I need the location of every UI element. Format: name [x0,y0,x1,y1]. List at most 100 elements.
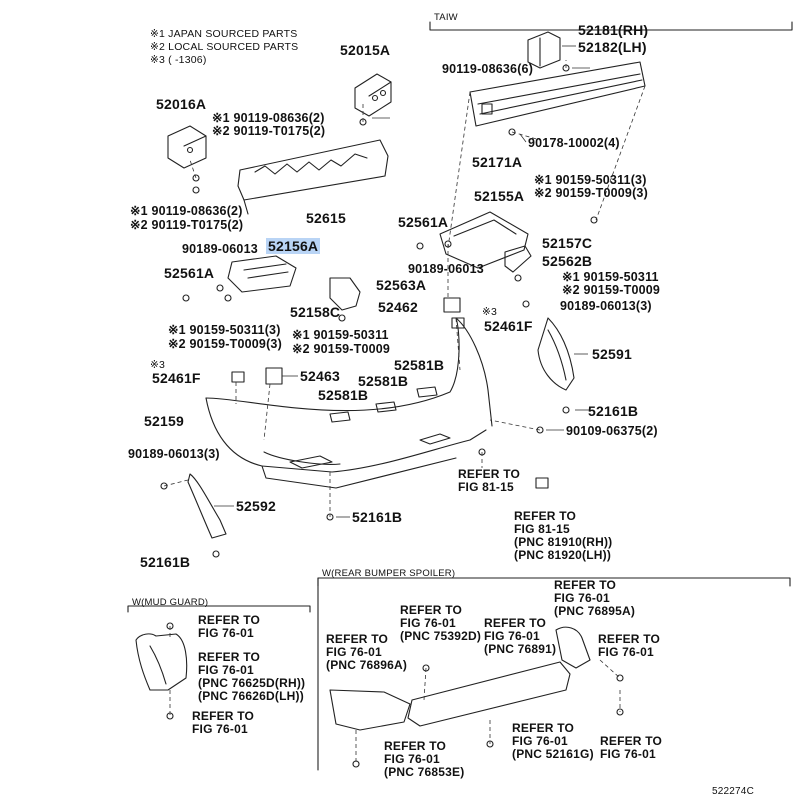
part-label-52562b[interactable]: 52562B [542,253,593,269]
energy-absorber-shape [237,139,389,215]
section-header-mud-guard: W(MUD GUARD) [132,597,209,608]
ref-line: REFER TO [554,578,617,592]
section-frame-mud-guard [127,605,311,613]
part-label-52592[interactable]: 52592 [236,498,276,514]
part-label-90159-t0009-mid[interactable]: ※2 90159-T0009 [292,342,391,356]
refer-mud-guard-bottom[interactable]: REFER TO FIG 76-01 [192,710,254,736]
ref-line: (PNC 76626D(LH)) [198,689,304,703]
ref-line: FIG 76-01 [512,734,568,748]
ref-line: FIG 76-01 [600,747,656,761]
rear-bumper-cover-shape [205,317,493,489]
refer-pnc-52161g[interactable]: REFER TO FIG 76-01 (PNC 52161G) [512,722,594,761]
part-label-52615[interactable]: 52615 [306,210,346,226]
part-label-90189-06013-3-right[interactable]: 90189-06013(3) [560,299,652,313]
refer-pnc-76896a[interactable]: REFER TO FIG 76-01 (PNC 76896A) [326,633,407,672]
part-label-52171a[interactable]: 52171A [472,154,523,170]
ref-line: (PNC 76891) [484,642,557,656]
part-label-52182[interactable]: 52182(LH) [578,39,647,55]
part-label-52158c[interactable]: 52158C [290,304,341,320]
refer-fig-81-15-b[interactable]: REFER TO FIG 81-15 (PNC 81910(RH)) (PNC … [514,510,612,562]
part-label-52463[interactable]: 52463 [300,368,340,384]
part-label-52155a[interactable]: 52155A [474,188,525,204]
refer-mud-guard-pnc[interactable]: REFER TO FIG 76-01 (PNC 76625D(RH)) (PNC… [198,651,305,703]
part-label-90159-t0009-right[interactable]: ※2 90159-T0009 [562,283,661,297]
ref-line: REFER TO [512,721,575,735]
part-label-90159-50311-mid[interactable]: ※1 90159-50311 [292,328,389,342]
ref-line: REFER TO [458,467,521,481]
part-label-52591[interactable]: 52591 [592,346,632,362]
ref-line: FIG 76-01 [192,722,248,736]
part-label-52181[interactable]: 52181(RH) [578,22,649,38]
refer-pnc-76853e[interactable]: REFER TO FIG 76-01 (PNC 76853E) [384,740,464,779]
part-label-52462[interactable]: 52462 [378,299,418,315]
part-label-90159-t0009-3a[interactable]: ※2 90159-T0009(3) [534,186,648,200]
clip-52463-shape [265,367,283,385]
refer-pnc-75392d[interactable]: REFER TO FIG 76-01 (PNC 75392D) [400,604,481,643]
retainer-52015a-shape [354,73,392,117]
part-label-52581b-c[interactable]: 52581B [318,387,369,403]
note-japan-sourced: ※1 JAPAN SOURCED PARTS [150,28,298,40]
ref-line: REFER TO [198,613,261,627]
ref-line: (PNC 76896A) [326,658,408,672]
part-label-90109-06375[interactable]: 90109-06375(2) [566,424,658,438]
ref-line: FIG 76-01 [326,645,382,659]
ref-line: REFER TO [326,632,389,646]
section-frame-taiw [429,21,793,31]
refer-fig-76-01-right[interactable]: REFER TO FIG 76-01 [598,633,660,659]
section-header-taiw: TAIW [434,12,458,23]
part-label-90159-t0009-3b[interactable]: ※2 90159-T0009(3) [168,337,282,351]
refer-pnc-76895a[interactable]: REFER TO FIG 76-01 (PNC 76895A) [554,579,635,618]
ref-line: FIG 76-01 [198,626,254,640]
part-label-52581b-a[interactable]: 52581B [394,357,445,373]
ref-line: FIG 76-01 [484,629,540,643]
part-label-52161b-right[interactable]: 52161B [588,403,639,419]
part-label-52581b-b[interactable]: 52581B [358,373,409,389]
ref-line: REFER TO [598,632,661,646]
bracket-52156a-shape [227,255,297,293]
part-label-90159-50311-3b[interactable]: ※1 90159-50311(3) [168,323,281,337]
part-label-90119-t0175-2b[interactable]: ※2 90119-T0175(2) [130,218,244,232]
part-label-90189-06013-right[interactable]: 90189-06013 [408,262,484,276]
part-label-90119-08636-2b[interactable]: ※1 90119-08636(2) [130,204,243,218]
part-label-90189-06013-left[interactable]: 90189-06013 [182,242,258,256]
part-label-90119-t0175-2a[interactable]: ※2 90119-T0175(2) [212,124,326,138]
part-label-52015a[interactable]: 52015A [340,42,391,58]
illustration-code: 522274C [712,786,754,797]
part-label-90189-06013-3-left[interactable]: 90189-06013(3) [128,447,220,461]
ref-line: FIG 81-15 [514,522,570,536]
ref-line: (PNC 81910(RH)) [514,535,613,549]
note-marker-3b: ※3 [150,359,166,371]
ref-line: (PNC 75392D) [400,629,482,643]
part-label-52161b-mid[interactable]: 52161B [352,509,403,525]
section-header-spoiler: W(REAR BUMPER SPOILER) [322,568,456,579]
part-label-52156a-highlighted[interactable]: 52156A [266,238,321,254]
clip-52461f-left-shape [231,371,245,383]
refer-mud-guard-top[interactable]: REFER TO FIG 76-01 [198,614,260,640]
part-label-52461f-right[interactable]: 52461F [484,318,533,334]
leader-lines [163,60,646,764]
refer-fig-76-01-bottom-right[interactable]: REFER TO FIG 76-01 [600,735,662,761]
ref-line: (PNC 81920(LH)) [514,548,612,562]
ref-line: REFER TO [600,734,663,748]
part-label-90159-50311-3a[interactable]: ※1 90159-50311(3) [534,173,647,187]
part-label-52561a-right[interactable]: 52561A [398,214,449,230]
refer-fig-81-15-a[interactable]: REFER TO FIG 81-15 [458,468,520,494]
ref-line: REFER TO [384,739,447,753]
part-label-52561a-left[interactable]: 52561A [164,265,215,281]
part-label-52016a[interactable]: 52016A [156,96,207,112]
part-label-90119-08636-6[interactable]: 90119-08636(6) [442,62,534,76]
part-label-52159[interactable]: 52159 [144,413,184,429]
part-label-52461f-left[interactable]: 52461F [152,370,201,386]
part-label-90119-08636-2a[interactable]: ※1 90119-08636(2) [212,111,325,125]
part-label-90159-50311-right[interactable]: ※1 90159-50311 [562,270,659,284]
part-label-90178-10002[interactable]: 90178-10002(4) [528,136,620,150]
note-marker-3a: ※3 [482,306,498,318]
part-label-52161b-left[interactable]: 52161B [140,554,191,570]
ref-line: (PNC 76895A) [554,604,636,618]
fastener-shapes [160,64,598,558]
refer-pnc-76891[interactable]: REFER TO FIG 76-01 (PNC 76891) [484,617,556,656]
part-label-52157c[interactable]: 52157C [542,235,593,251]
part-label-52563a[interactable]: 52563A [376,277,427,293]
clip-52462-shape [443,297,461,313]
